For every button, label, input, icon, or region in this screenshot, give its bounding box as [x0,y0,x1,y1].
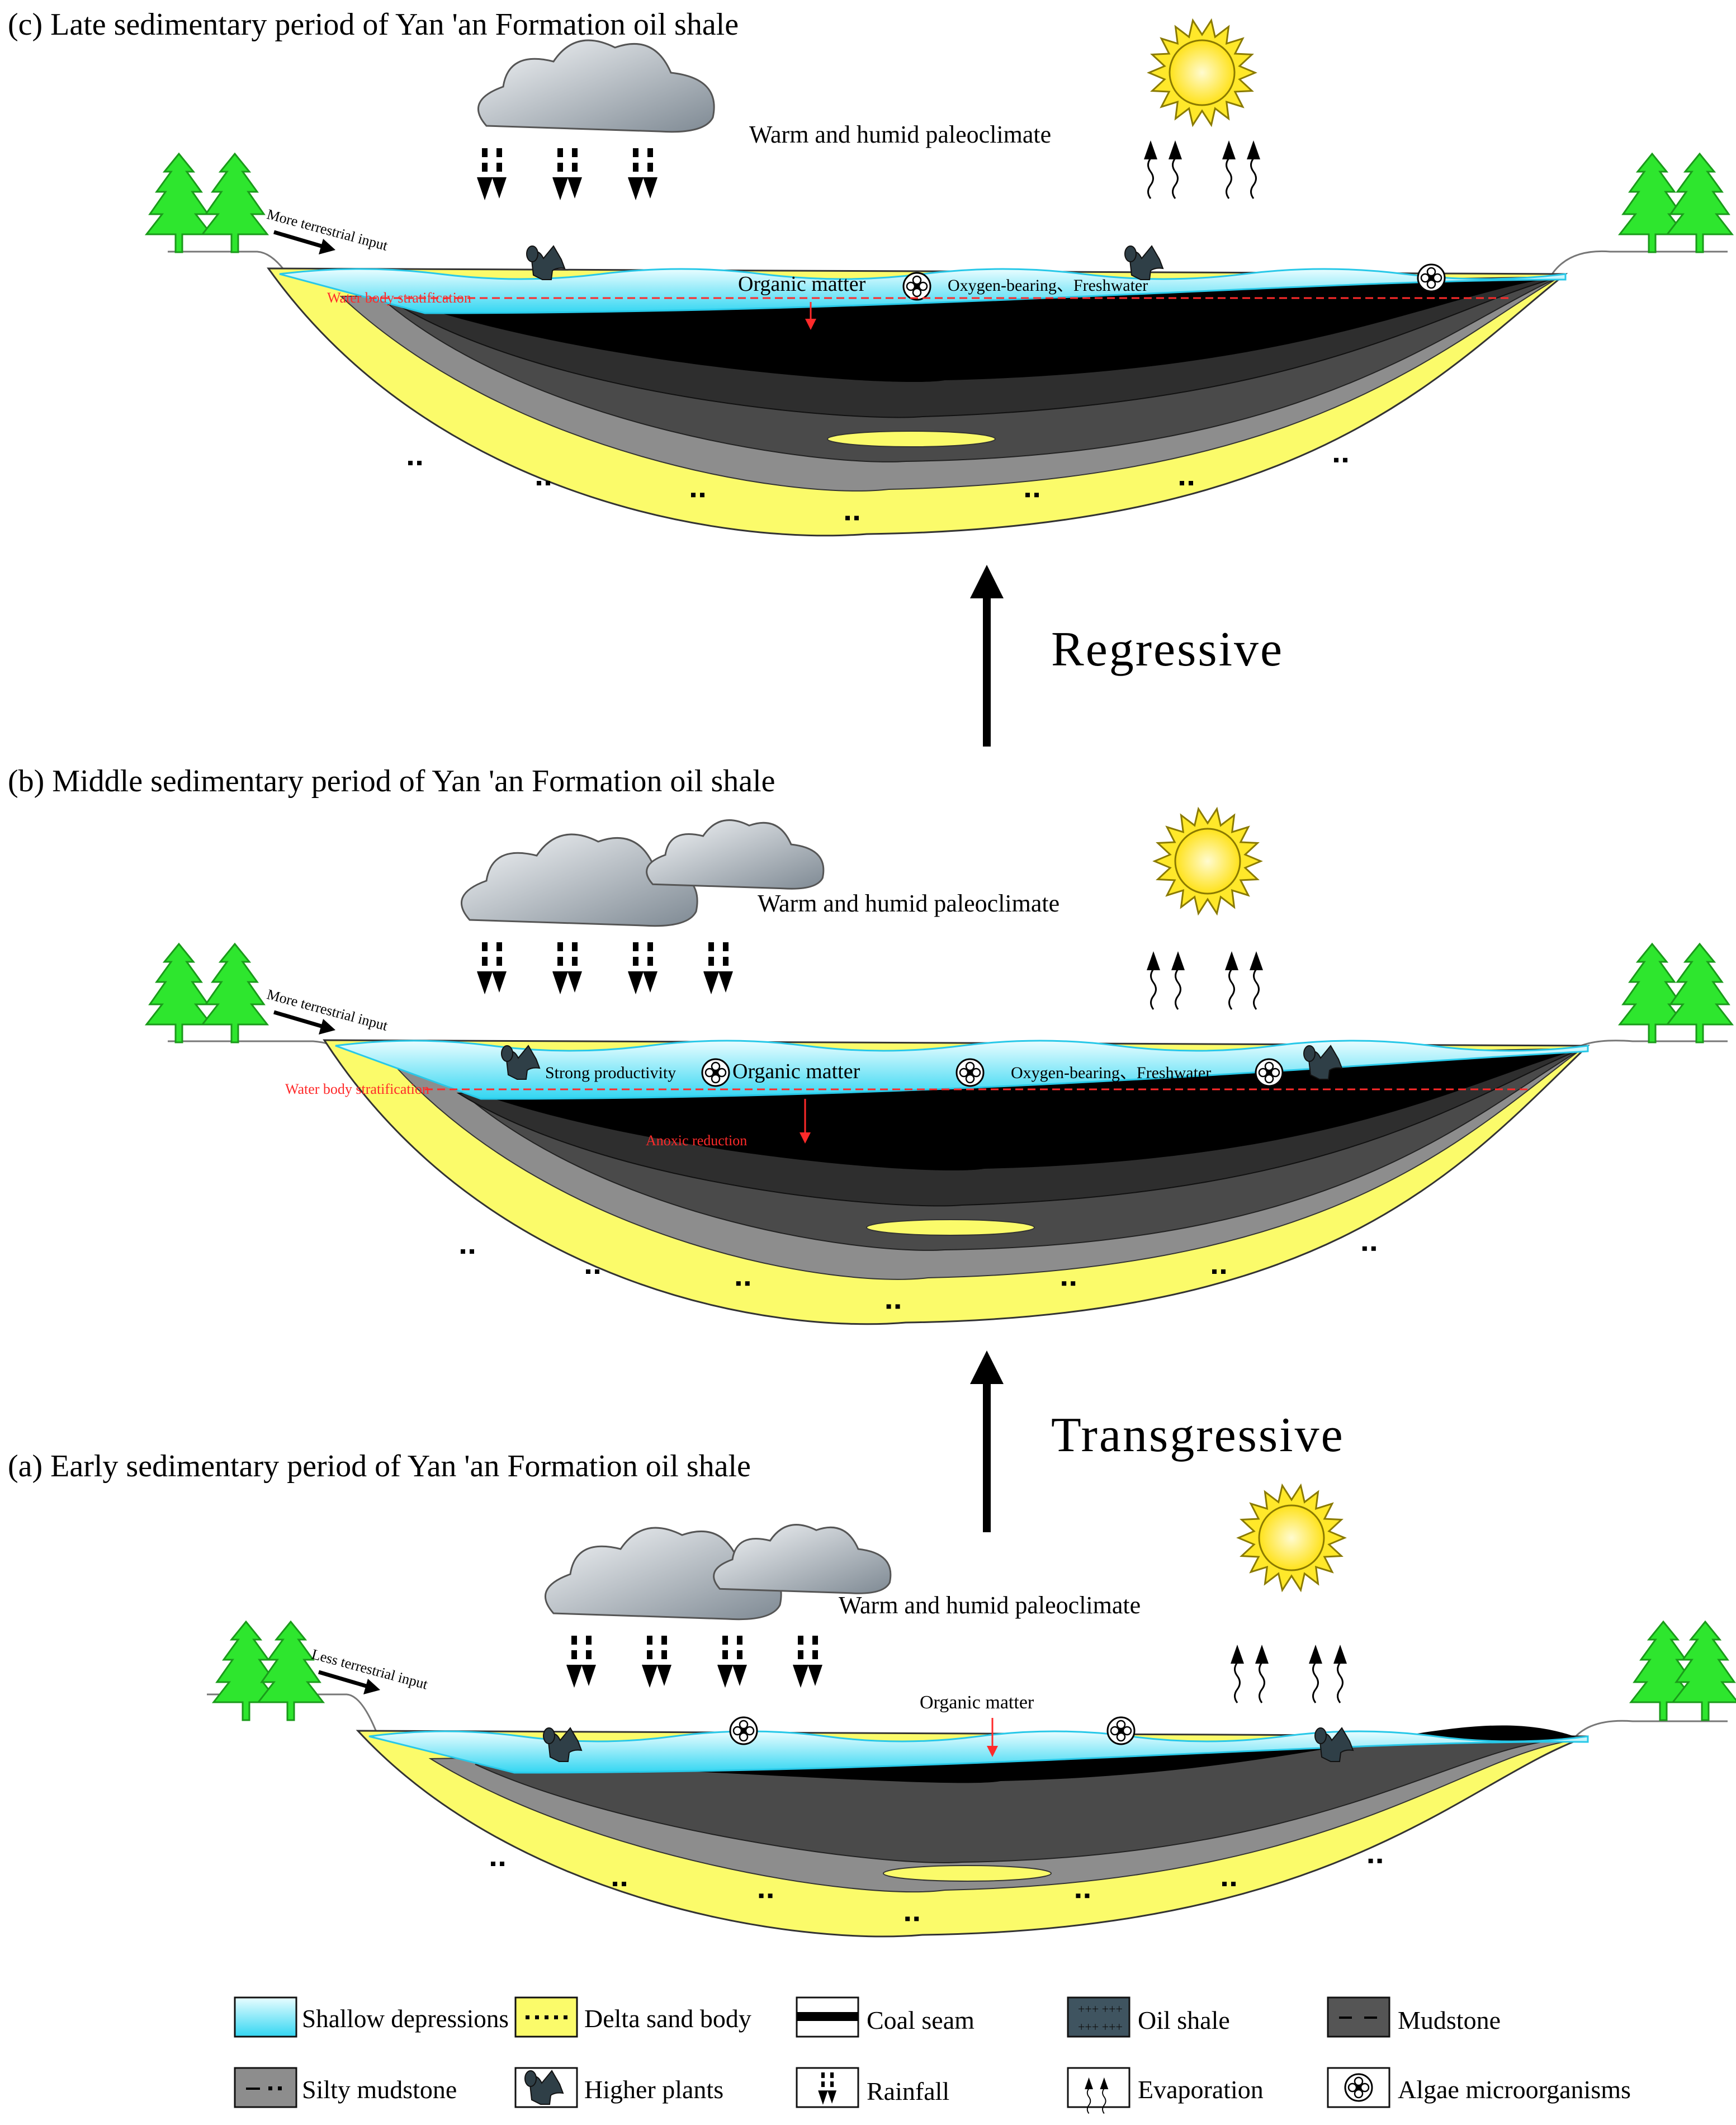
transgressive-arrow [970,1350,1004,1532]
algae-icon [1255,1058,1284,1087]
rainfall-icon [477,942,507,993]
regressive-label: Regressive [1051,622,1284,677]
organic-matter-label: Organic matter [732,1060,860,1083]
productivity-label: Strong productivity [570,311,701,329]
sand-lens [883,1865,1052,1882]
legend-label-evaporation: Evaporation [1138,2075,1264,2104]
legend-swatch-oilshale [1067,1996,1130,2038]
tree-icon [201,943,268,1043]
sand-lens [827,431,996,447]
sun-icon [1147,18,1257,128]
cloud-1 [477,39,715,133]
oxygen-freshwater-label: Oxygen-bearing、Freshwater [1011,1064,1211,1082]
tree-icon [201,153,268,253]
algae-icon [701,1058,730,1087]
svg-text:+++ +++: +++ +++ [1078,2002,1123,2016]
anoxic-label: Anoxic reduction [646,1132,747,1149]
productivity-label: Strong productivity [545,1064,676,1082]
tree-icon [145,943,212,1043]
algae-icon [955,1058,985,1087]
rainfall-icon [642,1635,672,1687]
sun-icon [1236,1483,1347,1593]
legend-swatch-evaporation [1067,2067,1130,2108]
terrestrial-input-arrow [273,230,328,250]
panel-title-b: (b) Middle sedimentary period of Yan 'an… [8,764,775,799]
terrestrial-input-arrow [318,1670,372,1690]
legend-swatch-mudstone [1327,1996,1390,2038]
evaporation-icon [1224,950,1264,1010]
oxygen-freshwater-label: Oxygen-bearing、Freshwater [948,276,1148,295]
legend-label-rainfall: Rainfall [867,2077,949,2105]
algae-icon [729,1716,758,1745]
stratification-label: Water body stratification [327,290,471,306]
tree-icon [1666,943,1733,1043]
evaporation-icon [1146,950,1186,1010]
legend-swatch-silty [234,2067,297,2108]
legend-swatch-shallow [234,1996,297,2038]
climate-label: Warm and humid paleoclimate [758,890,1059,917]
ground-right [1570,1720,1728,1742]
cloud-2 [713,1524,892,1594]
legend-label-shallow: Shallow depressions [302,2004,509,2033]
rainfall-icon [552,942,583,993]
cloud-1 [460,833,698,927]
tree-icon [145,153,212,253]
algae-icon [1417,263,1446,292]
climate-label: Warm and humid paleoclimate [839,1592,1141,1619]
algae-icon [902,272,931,301]
rainfall-icon [717,1635,748,1687]
evaporation-icon [1229,1644,1270,1704]
tree-icon [1619,153,1686,253]
legend-label-coal: Coal seam [867,2006,975,2034]
rainfall-icon [628,148,658,199]
transgressive-label: Transgressive [1051,1408,1345,1462]
ground-right [1548,250,1728,280]
evaporation-icon [1143,139,1183,200]
panel-title-a: (a) Early sedimentary period of Yan 'an … [8,1449,751,1484]
coal-seam [470,1049,1582,1171]
organic-matter-label: Organic matter [920,1692,1034,1713]
legend-label-silty: Silty mudstone [302,2075,457,2104]
sand-dots [491,1858,1382,1921]
tree-icon [1666,153,1733,253]
sun-icon [1152,806,1263,916]
terrestrial-input-arrow [273,1010,328,1030]
rainfall-icon [477,148,507,199]
ground-left [168,251,292,280]
rainfall-icon [628,942,658,993]
legend-label-plants: Higher plants [584,2075,723,2104]
cloud-2 [646,819,825,890]
sand-dots [408,457,1347,521]
legend-label-mudstone: Mudstone [1398,2006,1501,2034]
rainfall-icon [552,148,583,199]
ground-left [168,1040,347,1052]
regressive-arrow [970,565,1004,747]
sand-lens [866,1219,1035,1236]
cloud-1 [544,1527,782,1621]
stratification-label: Water body stratification [285,1081,429,1097]
climate-label: Warm and humid paleoclimate [749,121,1051,148]
legend: Shallow depressions Delta sand body Coal… [234,1996,1631,2114]
legend-label-algae: Algae microorganisms [1398,2075,1631,2104]
tree-icon [1619,943,1686,1043]
svg-text:+++ +++: +++ +++ [1078,2020,1123,2034]
legend-label-oilshale: Oil shale [1138,2006,1230,2034]
evaporation-icon [1221,139,1261,200]
rainfall-icon [703,942,734,993]
legend-label-delta: Delta sand body [584,2004,751,2033]
algae-icon [1106,1716,1136,1745]
rainfall-icon [566,1635,597,1687]
rainfall-icon [793,1635,823,1687]
organic-matter-label: Organic matter [738,272,866,296]
legend-swatch-rainfall [796,2067,859,2108]
panel-a: Less terrestrial input(a) Early sediment… [8,1449,1736,1938]
panel-title-c: (c) Late sedimentary period of Yan 'an F… [8,7,739,42]
evaporation-icon [1308,1644,1348,1704]
sand-dots [461,1246,1376,1309]
